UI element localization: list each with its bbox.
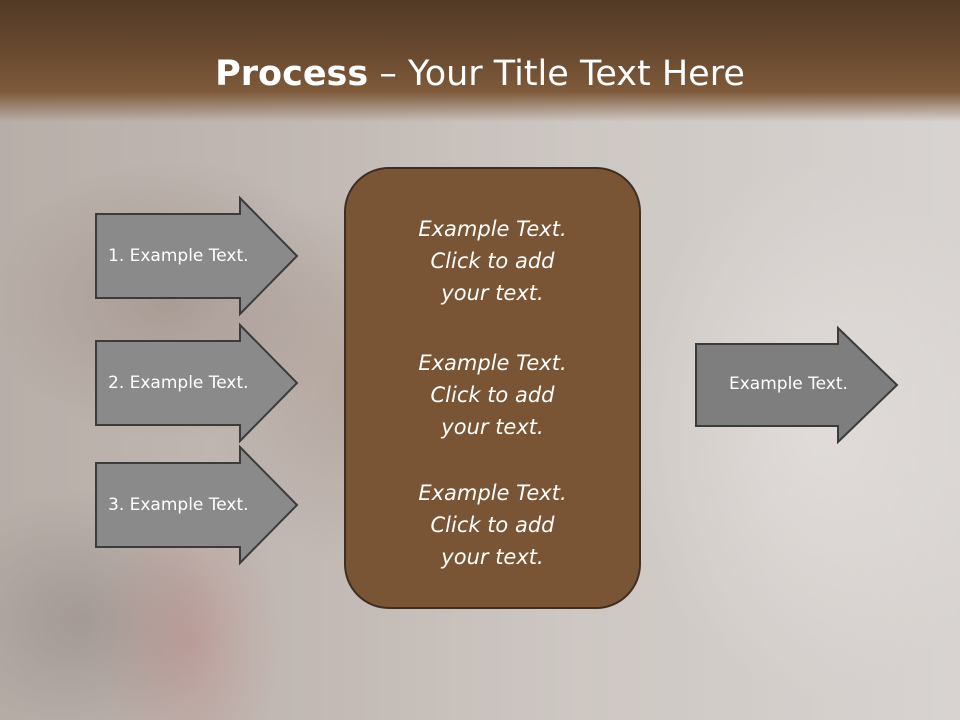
center-text-block-2: Example Text. Click to add your text. [345, 347, 640, 443]
center-line: Example Text. [418, 217, 567, 241]
input-arrow-1[interactable] [95, 195, 299, 317]
title-bar [0, 0, 960, 122]
input-label-2: 2. Example Text. [108, 373, 249, 393]
center-line: Click to add [430, 513, 555, 537]
output-label: Example Text. [729, 374, 848, 394]
center-text-block-3: Example Text. Click to add your text. [345, 477, 640, 573]
center-line: Example Text. [418, 481, 567, 505]
center-text-block-1: Example Text. Click to add your text. [345, 213, 640, 309]
input-arrow-2[interactable] [95, 322, 299, 444]
center-line: your text. [441, 545, 544, 569]
title-bold: Process [215, 54, 369, 94]
title-rest: – Your Title Text Here [368, 54, 745, 94]
center-line: Click to add [430, 249, 555, 273]
input-label-1: 1. Example Text. [108, 246, 249, 266]
center-line: your text. [441, 415, 544, 439]
center-box[interactable] [344, 167, 641, 609]
input-arrow-3[interactable] [95, 444, 299, 566]
center-line: your text. [441, 281, 544, 305]
center-line: Example Text. [418, 351, 567, 375]
center-line: Click to add [430, 383, 555, 407]
output-arrow[interactable] [695, 325, 899, 445]
slide-title[interactable]: Process – Your Title Text Here [0, 50, 960, 98]
input-label-3: 3. Example Text. [108, 495, 249, 515]
